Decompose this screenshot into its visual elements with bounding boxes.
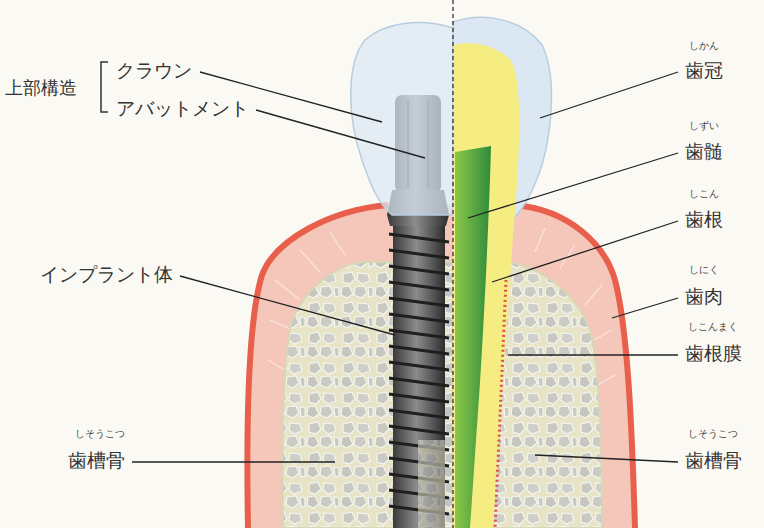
furigana: しこんまく bbox=[688, 321, 738, 333]
furigana: しこん bbox=[689, 188, 719, 200]
part-label: 歯肉 bbox=[685, 286, 723, 308]
part-label: 上部構造 bbox=[5, 78, 77, 99]
part-label: インプラント体 bbox=[40, 264, 173, 286]
furigana: しにく bbox=[689, 264, 719, 276]
leader-lines bbox=[132, 72, 678, 462]
part-label: 歯槽骨 bbox=[685, 450, 742, 472]
part-label: 歯髄 bbox=[685, 141, 723, 163]
bracket bbox=[101, 62, 108, 112]
furigana: しずい bbox=[689, 120, 719, 132]
furigana: しそうこつ bbox=[75, 428, 125, 440]
part-label: 歯冠 bbox=[685, 60, 723, 82]
furigana: しかん bbox=[689, 40, 719, 52]
furigana: しそうこつ bbox=[688, 428, 738, 440]
part-label: 歯根膜 bbox=[685, 343, 742, 365]
part-label: 歯根 bbox=[685, 209, 723, 231]
part-label: クラウン bbox=[116, 60, 192, 82]
part-label: アバットメント bbox=[116, 98, 249, 120]
part-label: 歯槽骨 bbox=[68, 450, 125, 472]
